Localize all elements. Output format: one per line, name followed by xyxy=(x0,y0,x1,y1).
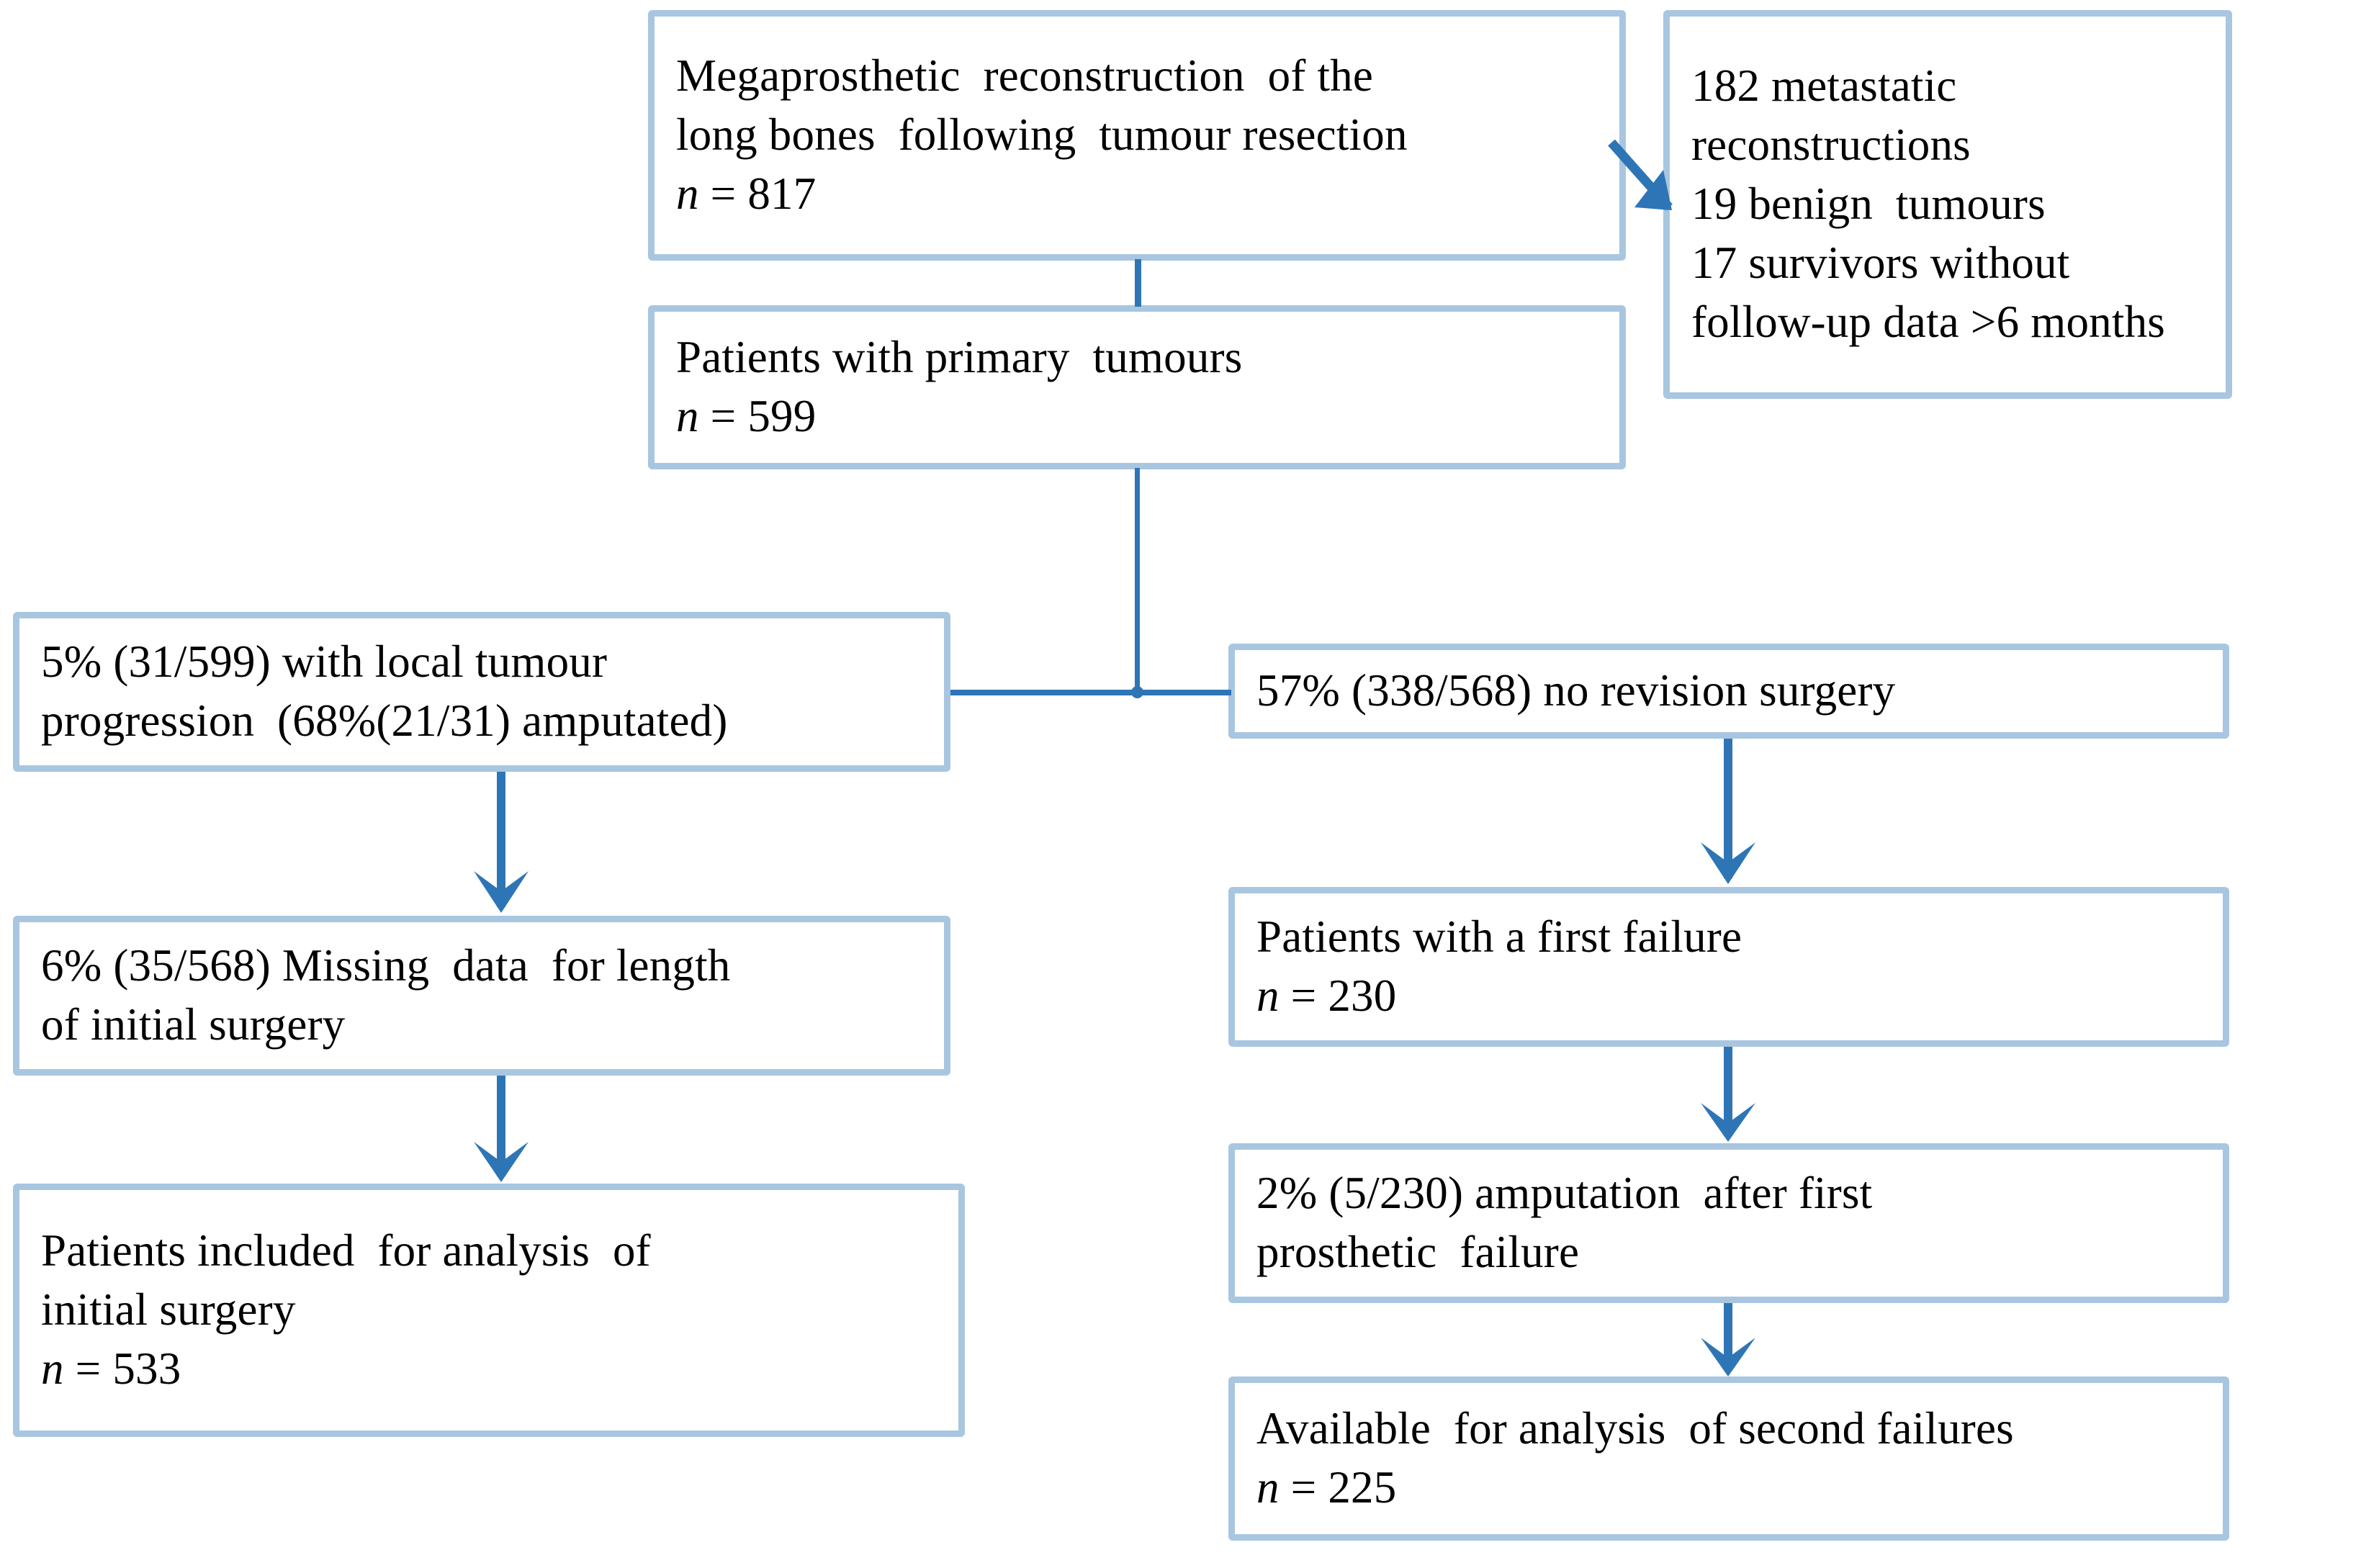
connector-no-revision-to-first-failure xyxy=(1701,739,1755,884)
box-cohort-total: Megaprosthetic reconstruction of the lon… xyxy=(648,10,1626,261)
box-exclusions-line-4: 17 survivors without xyxy=(1691,237,2070,288)
box-local-progression-line-1: 5% (31/599) with local tumour xyxy=(41,636,608,688)
count-symbol-n: n xyxy=(1256,1462,1280,1513)
connector-split-bar xyxy=(950,690,1231,695)
count-value: = 533 xyxy=(75,1343,181,1394)
box-exclusions-line-3: 19 benign tumours xyxy=(1691,179,2046,230)
box-missing-data: 6% (35/568) Missing data for length of i… xyxy=(13,916,950,1076)
box-no-revision-surgery-line-1: 57% (338/568) no revision surgery xyxy=(1256,665,1896,716)
count-value: = 225 xyxy=(1290,1462,1397,1513)
count-symbol-n: n xyxy=(676,391,699,441)
box-primary-tumours-count: n = 599 xyxy=(676,387,1601,446)
box-missing-data-line-1: 6% (35/568) Missing data for length xyxy=(41,940,731,991)
connector-missing-data-to-included-initial xyxy=(474,1076,529,1182)
box-exclusions-line-5: follow-up data >6 months xyxy=(1691,296,2165,347)
count-value: = 599 xyxy=(710,391,817,441)
box-included-initial-surgery-line-2: initial surgery xyxy=(41,1284,296,1335)
box-cohort-total-count: n = 817 xyxy=(676,165,1601,224)
connector-first-failure-to-amputation xyxy=(1701,1047,1755,1142)
box-missing-data-line-2: of initial surgery xyxy=(41,999,346,1050)
connector-cohort-to-primary xyxy=(1135,259,1141,307)
box-second-failures-line-1: Available for analysis of second failure… xyxy=(1256,1403,2014,1454)
box-exclusions: 182 metastatic reconstructions 19 benign… xyxy=(1663,10,2232,399)
box-cohort-total-line-1: Megaprosthetic reconstruction of the xyxy=(676,50,1374,102)
box-included-initial-surgery-line-1: Patients included for analysis of xyxy=(41,1225,651,1276)
box-amputation-line-2: prosthetic failure xyxy=(1256,1227,1580,1277)
connector-amputation-to-second-failures xyxy=(1701,1303,1755,1376)
connector-split-joint xyxy=(1131,686,1143,698)
connector-primary-to-split xyxy=(1135,468,1140,693)
box-exclusions-line-2: reconstructions xyxy=(1691,120,1971,171)
box-primary-tumours-line-1: Patients with primary tumours xyxy=(676,332,1243,383)
box-first-failure: Patients with a first failure n = 230 xyxy=(1228,887,2229,1047)
box-amputation-after-first-failure: 2% (5/230) amputation after first prosth… xyxy=(1228,1143,2229,1303)
count-value: = 817 xyxy=(710,168,817,219)
box-no-revision-surgery: 57% (338/568) no revision surgery xyxy=(1228,644,2229,739)
box-first-failure-line-1: Patients with a first failure xyxy=(1256,911,1742,963)
box-amputation-line-1: 2% (5/230) amputation after first xyxy=(1256,1168,1873,1219)
count-symbol-n: n xyxy=(676,168,699,219)
connector-local-progression-to-missing-data xyxy=(474,772,529,913)
box-primary-tumours: Patients with primary tumours n = 599 xyxy=(648,305,1626,469)
count-value: = 230 xyxy=(1290,970,1397,1021)
box-cohort-total-line-2: long bones following tumour resection xyxy=(676,109,1408,161)
box-first-failure-count: n = 230 xyxy=(1256,967,2204,1026)
count-symbol-n: n xyxy=(1256,970,1280,1021)
box-second-failures-count: n = 225 xyxy=(1256,1459,2204,1518)
box-included-initial-surgery-count: n = 533 xyxy=(41,1340,940,1399)
box-second-failures: Available for analysis of second failure… xyxy=(1228,1376,2229,1541)
box-included-initial-surgery: Patients included for analysis of initia… xyxy=(13,1184,965,1437)
box-local-progression-line-2: progression (68%(21/31) amputated) xyxy=(41,695,728,746)
box-exclusions-line-1: 182 metastatic xyxy=(1691,60,1957,112)
count-symbol-n: n xyxy=(41,1343,64,1394)
box-local-progression: 5% (31/599) with local tumour progressio… xyxy=(13,612,950,772)
connector-cohort-to-exclusions xyxy=(1608,139,1673,211)
